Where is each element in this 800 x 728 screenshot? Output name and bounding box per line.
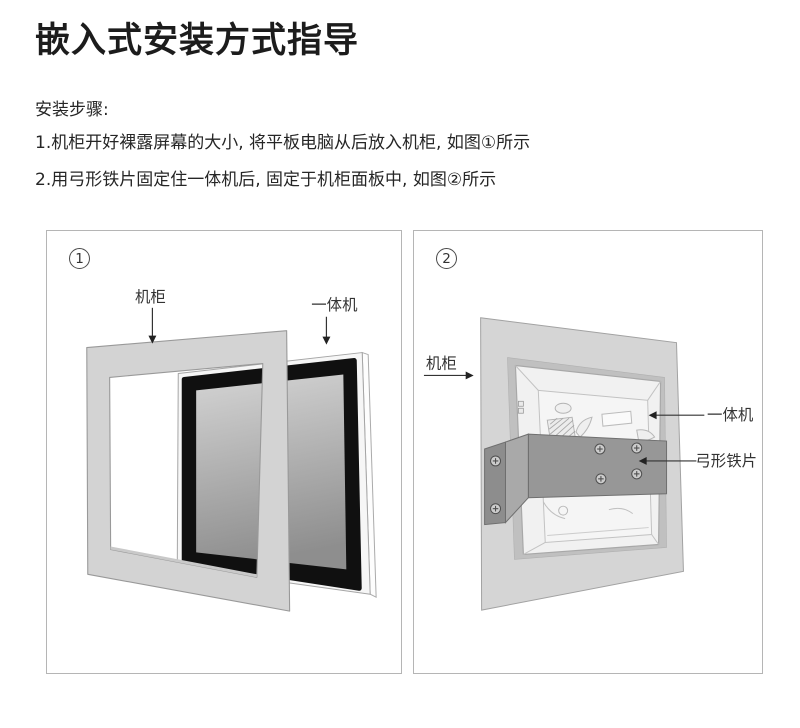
bow-iron-bracket (484, 433, 668, 526)
install-steps: 安装步骤: 1.机柜开好裸露屏幕的大小, 将平板电脑从后放入机柜, 如图①所示 … (35, 100, 800, 190)
page-title: 嵌入式安装方式指导 (35, 21, 360, 61)
cabinet-right-arrow-icon (423, 371, 474, 380)
screw-icon (595, 473, 607, 485)
screw-icon (594, 443, 606, 455)
all-in-one-label: 一体机 (311, 296, 358, 314)
rear-curve-detail (542, 501, 566, 520)
bow-iron-left-arrow-icon (638, 456, 697, 465)
port-icon (518, 407, 524, 414)
cabinet-label: 机柜 (426, 354, 457, 372)
install-step-1: 1.机柜开好裸露屏幕的大小, 将平板电脑从后放入机柜, 如图①所示 (35, 133, 531, 153)
cabinet-down-arrow-icon (148, 307, 157, 344)
screw-icon (631, 442, 643, 454)
figure-1-badge: 1 (69, 248, 90, 269)
bow-iron-label: 弓形铁片 (695, 452, 757, 470)
port-icon (518, 400, 524, 407)
screw-icon (631, 468, 643, 480)
bracket-screws (490, 442, 643, 515)
bracket-band (527, 433, 668, 499)
speaker-oval-icon (554, 402, 572, 414)
screw-icon (490, 503, 501, 515)
rear-line-detail (547, 527, 649, 537)
install-steps-heading: 安装步骤: (35, 100, 109, 120)
all-in-one-label: 一体机 (707, 406, 754, 424)
figure-panel-2: 2 (413, 230, 763, 674)
rear-label-sticker (601, 410, 633, 427)
rear-curve-detail (608, 507, 634, 515)
cabinet-cutout-wall (110, 546, 257, 578)
all-in-one-back-bevels (515, 365, 661, 555)
figures-row: 1 机柜 一体机 (46, 230, 800, 674)
figure-2-diagram: 机柜 一体机 弓形铁片 (423, 317, 757, 611)
rear-circle-detail (558, 505, 569, 516)
vent-grille-icon (546, 416, 576, 440)
figure-panel-1: 1 机柜 一体机 (46, 230, 402, 674)
all-in-one-left-arrow-icon (648, 411, 705, 420)
rear-wing-detail (575, 416, 593, 438)
screw-icon (490, 455, 501, 467)
figure-1-diagram: 机柜 一体机 (86, 288, 377, 612)
all-in-one-down-arrow-icon (322, 316, 331, 345)
install-step-2: 2.用弓形铁片固定住一体机后, 固定于机柜面板中, 如图②所示 (35, 170, 497, 190)
figure-2-badge: 2 (436, 248, 457, 269)
cabinet-label: 机柜 (135, 288, 166, 306)
